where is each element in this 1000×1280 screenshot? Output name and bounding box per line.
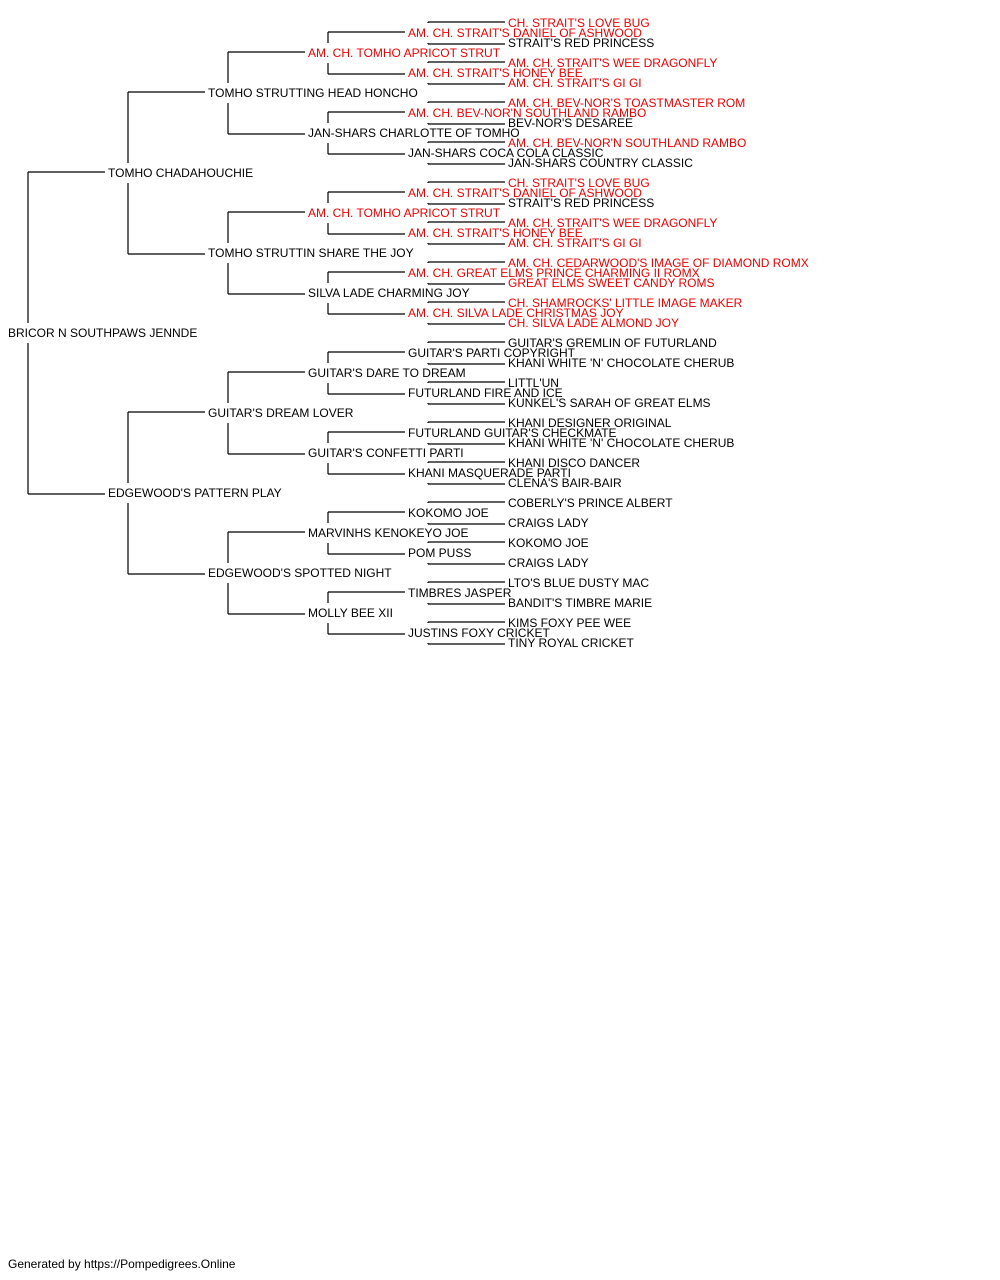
ggg-grandparent-name-sire-sire-dam-sire-sire[interactable]: AM. CH. BEV-NOR'S TOASTMASTER ROM bbox=[508, 96, 746, 110]
ggg-grandparent-name-sire-sire-sire-sire-sire[interactable]: CH. STRAIT'S LOVE BUG bbox=[508, 16, 650, 30]
ggg-grandparent-name-sire-dam-sire-dam-sire[interactable]: AM. CH. STRAIT'S WEE DRAGONFLY bbox=[508, 216, 718, 230]
ggg-grandparent-name-sire-dam-sire-sire-sire[interactable]: CH. STRAIT'S LOVE BUG bbox=[508, 176, 650, 190]
great-grandparent-name-dam-sire-sire[interactable]: GUITAR'S DARE TO DREAM bbox=[308, 366, 466, 380]
gg-grandparent-name-sire-dam-sire-dam[interactable]: AM. CH. STRAIT'S HONEY BEE bbox=[408, 226, 583, 240]
grandparent-name-dam-sire[interactable]: GUITAR'S DREAM LOVER bbox=[208, 406, 354, 420]
gg-grandparent-name-sire-dam-sire-sire[interactable]: AM. CH. STRAIT'S DANIEL OF ASHWOOD bbox=[408, 186, 642, 200]
gg-grandparent-name-dam-dam-sire-dam[interactable]: POM PUSS bbox=[408, 546, 472, 560]
ggg-grandparent-name-dam-dam-dam-dam-dam[interactable]: TINY ROYAL CRICKET bbox=[508, 636, 634, 650]
ggg-grandparent-name-dam-dam-dam-dam-sire[interactable]: KIMS FOXY PEE WEE bbox=[508, 616, 632, 630]
gg-grandparent-name-dam-dam-sire-sire[interactable]: KOKOMO JOE bbox=[408, 506, 489, 520]
grandparent-name-sire-dam[interactable]: TOMHO STRUTTIN SHARE THE JOY bbox=[208, 246, 414, 260]
ggg-grandparent-name-sire-dam-dam-dam-sire[interactable]: CH. SHAMROCKS' LITTLE IMAGE MAKER bbox=[508, 296, 743, 310]
gg-grandparent-name-dam-sire-dam-dam[interactable]: KHANI MASQUERADE PARTI bbox=[408, 466, 571, 480]
ggg-grandparent-name-sire-sire-sire-dam-sire[interactable]: AM. CH. STRAIT'S WEE DRAGONFLY bbox=[508, 56, 718, 70]
gg-grandparent-name-dam-sire-sire-dam[interactable]: FUTURLAND FIRE AND ICE bbox=[408, 386, 563, 400]
ggg-grandparent-name-sire-dam-dam-sire-sire[interactable]: AM. CH. CEDARWOOD'S IMAGE OF DIAMOND ROM… bbox=[508, 256, 809, 270]
ggg-grandparent-name-dam-dam-sire-sire-sire[interactable]: COBERLY'S PRINCE ALBERT bbox=[508, 496, 673, 510]
ggg-grandparent-name-sire-sire-sire-dam-dam[interactable]: AM. CH. STRAIT'S GI GI bbox=[508, 76, 642, 90]
gg-grandparent-name-sire-sire-sire-sire[interactable]: AM. CH. STRAIT'S DANIEL OF ASHWOOD bbox=[408, 26, 642, 40]
parent-name-sire[interactable]: TOMHO CHADAHOUCHIE bbox=[108, 166, 254, 180]
great-grandparent-name-sire-sire-dam[interactable]: JAN-SHARS CHARLOTTE OF TOMHO bbox=[308, 126, 520, 140]
gg-grandparent-name-sire-sire-sire-dam[interactable]: AM. CH. STRAIT'S HONEY BEE bbox=[408, 66, 583, 80]
grandparent-name-dam-dam[interactable]: EDGEWOOD'S SPOTTED NIGHT bbox=[208, 566, 392, 580]
ggg-grandparent-name-sire-dam-dam-dam-dam[interactable]: CH. SILVA LADE ALMOND JOY bbox=[508, 316, 679, 330]
ggg-grandparent-name-sire-sire-dam-dam-sire[interactable]: AM. CH. BEV-NOR'N SOUTHLAND RAMBO bbox=[508, 136, 747, 150]
ggg-grandparent-name-dam-sire-dam-dam-sire[interactable]: KHANI DISCO DANCER bbox=[508, 456, 641, 470]
ggg-grandparent-name-sire-sire-dam-sire-dam[interactable]: BEV-NOR'S DESAREE bbox=[508, 116, 633, 130]
ggg-grandparent-name-dam-sire-dam-dam-dam[interactable]: CLENA'S BAIR-BAIR bbox=[508, 476, 622, 490]
ggg-grandparent-name-dam-dam-sire-dam-dam[interactable]: CRAIGS LADY bbox=[508, 556, 589, 570]
ggg-grandparent-name-sire-dam-sire-sire-dam[interactable]: STRAIT'S RED PRINCESS bbox=[508, 196, 655, 210]
ggg-grandparent-name-sire-sire-dam-dam-dam[interactable]: JAN-SHARS COUNTRY CLASSIC bbox=[508, 156, 693, 170]
gg-grandparent-name-sire-dam-dam-dam[interactable]: AM. CH. SILVA LADE CHRISTMAS JOY bbox=[408, 306, 624, 320]
ggg-grandparent-name-dam-sire-dam-sire-dam[interactable]: KHANI WHITE 'N' CHOCOLATE CHERUB bbox=[508, 436, 735, 450]
ggg-grandparent-name-dam-dam-dam-sire-dam[interactable]: BANDIT'S TIMBRE MARIE bbox=[508, 596, 653, 610]
gg-grandparent-name-dam-sire-dam-sire[interactable]: FUTURLAND GUITAR'S CHECKMATE bbox=[408, 426, 617, 440]
great-grandparent-name-dam-dam-sire[interactable]: MARVINHS KENOKEYO JOE bbox=[308, 526, 469, 540]
ggg-grandparent-name-dam-sire-sire-sire-dam[interactable]: KHANI WHITE 'N' CHOCOLATE CHERUB bbox=[508, 356, 735, 370]
great-grandparent-name-sire-dam-dam[interactable]: SILVA LADE CHARMING JOY bbox=[308, 286, 470, 300]
gg-grandparent-name-dam-dam-dam-dam[interactable]: JUSTINS FOXY CRICKET bbox=[408, 626, 550, 640]
ggg-grandparent-name-dam-dam-sire-dam-sire[interactable]: KOKOMO JOE bbox=[508, 536, 589, 550]
great-grandparent-name-sire-sire-sire[interactable]: AM. CH. TOMHO APRICOT STRUT bbox=[308, 46, 501, 60]
gg-grandparent-name-sire-dam-dam-sire[interactable]: AM. CH. GREAT ELMS PRINCE CHARMING II RO… bbox=[408, 266, 700, 280]
great-grandparent-name-sire-dam-sire[interactable]: AM. CH. TOMHO APRICOT STRUT bbox=[308, 206, 501, 220]
ggg-grandparent-name-sire-dam-dam-sire-dam[interactable]: GREAT ELMS SWEET CANDY ROMS bbox=[508, 276, 715, 290]
great-grandparent-name-dam-dam-dam[interactable]: MOLLY BEE XII bbox=[308, 606, 393, 620]
generated-by-footer: Generated by https://Pompedigrees.Online bbox=[8, 1257, 236, 1271]
ggg-grandparent-name-dam-dam-dam-sire-sire[interactable]: LTO'S BLUE DUSTY MAC bbox=[508, 576, 649, 590]
great-grandparent-name-dam-sire-dam[interactable]: GUITAR'S CONFETTI PARTI bbox=[308, 446, 464, 460]
ggg-grandparent-name-sire-dam-sire-dam-dam[interactable]: AM. CH. STRAIT'S GI GI bbox=[508, 236, 642, 250]
ggg-grandparent-name-dam-sire-sire-dam-sire[interactable]: LITTL'UN bbox=[508, 376, 559, 390]
gg-grandparent-name-dam-dam-dam-sire[interactable]: TIMBRES JASPER bbox=[408, 586, 512, 600]
gg-grandparent-name-dam-sire-sire-sire[interactable]: GUITAR'S PARTI COPYRIGHT bbox=[408, 346, 575, 360]
ggg-grandparent-name-dam-sire-sire-dam-dam[interactable]: KUNKEL'S SARAH OF GREAT ELMS bbox=[508, 396, 711, 410]
parent-name-dam[interactable]: EDGEWOOD'S PATTERN PLAY bbox=[108, 486, 282, 500]
ggg-grandparent-name-dam-sire-dam-sire-sire[interactable]: KHANI DESIGNER ORIGINAL bbox=[508, 416, 672, 430]
ggg-grandparent-name-dam-dam-sire-sire-dam[interactable]: CRAIGS LADY bbox=[508, 516, 589, 530]
ggg-grandparent-name-dam-sire-sire-sire-sire[interactable]: GUITAR'S GREMLIN OF FUTURLAND bbox=[508, 336, 717, 350]
gg-grandparent-name-sire-sire-dam-sire[interactable]: AM. CH. BEV-NOR'N SOUTHLAND RAMBO bbox=[408, 106, 647, 120]
subject-name[interactable]: BRICOR N SOUTHPAWS JENNDE bbox=[8, 326, 198, 340]
ggg-grandparent-name-sire-sire-sire-sire-dam[interactable]: STRAIT'S RED PRINCESS bbox=[508, 36, 655, 50]
gg-grandparent-name-sire-sire-dam-dam[interactable]: JAN-SHARS COCA COLA CLASSIC bbox=[408, 146, 604, 160]
grandparent-name-sire-sire[interactable]: TOMHO STRUTTING HEAD HONCHO bbox=[208, 86, 418, 100]
